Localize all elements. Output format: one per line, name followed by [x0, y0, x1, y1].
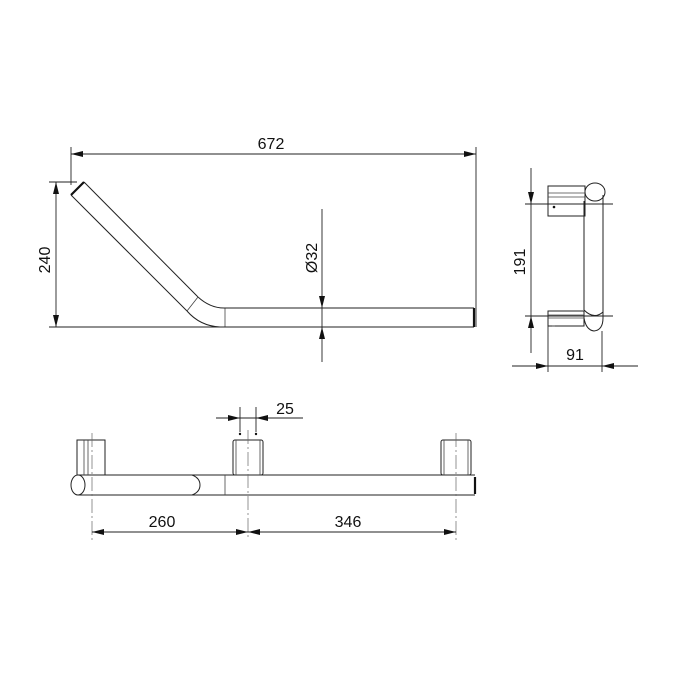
- arrow-icon: [536, 363, 548, 369]
- dim-label-240: 240: [37, 247, 54, 274]
- angled-tube-outer: [70, 194, 188, 312]
- arrow-icon: [528, 192, 534, 204]
- angled-section-end: [191, 474, 201, 496]
- left-tube-end-cap: [70, 474, 86, 496]
- arrow-icon: [92, 529, 104, 535]
- arrow-icon: [236, 529, 248, 535]
- arrow-icon: [444, 529, 456, 535]
- arrow-icon: [71, 151, 83, 157]
- front-view: 672 240 Ø32: [37, 136, 477, 362]
- dim-label-346: 346: [335, 514, 362, 531]
- top-view: 25 260 346: [70, 401, 477, 540]
- arrow-icon: [319, 296, 325, 308]
- dim-label-260: 260: [149, 514, 176, 531]
- bend-seam: [186, 296, 199, 312]
- bottom-bracket: [547, 310, 585, 327]
- angled-tube-inner: [83, 181, 199, 298]
- arrow-icon: [319, 327, 325, 339]
- arrow-icon: [602, 363, 614, 369]
- angled-tube-end: [70, 181, 85, 196]
- dim-label-191: 191: [512, 249, 529, 276]
- arrow-icon: [53, 315, 59, 327]
- left-bracket: [76, 439, 106, 476]
- dim-label-25: 25: [276, 401, 294, 418]
- arrow-icon: [248, 529, 260, 535]
- dim-label-diameter: Ø32: [304, 243, 321, 273]
- screw-dot-icon: [552, 205, 556, 209]
- tube-end-cap: [584, 182, 606, 202]
- side-tube-bottom: [583, 317, 604, 332]
- arrow-icon: [464, 151, 476, 157]
- bend-outer: [186, 310, 221, 328]
- dim-label-672: 672: [258, 136, 285, 153]
- arrow-icon: [228, 415, 240, 421]
- arrow-icon: [256, 415, 268, 421]
- top-bracket: [547, 185, 586, 217]
- arrow-icon: [53, 182, 59, 194]
- side-view: 191 91: [512, 168, 638, 372]
- side-tube-lower-curve: [583, 309, 604, 316]
- bend-inner: [197, 296, 225, 309]
- dim-label-91: 91: [566, 347, 584, 364]
- screw-dot-icon: [238, 432, 242, 436]
- arrow-icon: [528, 316, 534, 328]
- screw-dot-icon: [254, 432, 258, 436]
